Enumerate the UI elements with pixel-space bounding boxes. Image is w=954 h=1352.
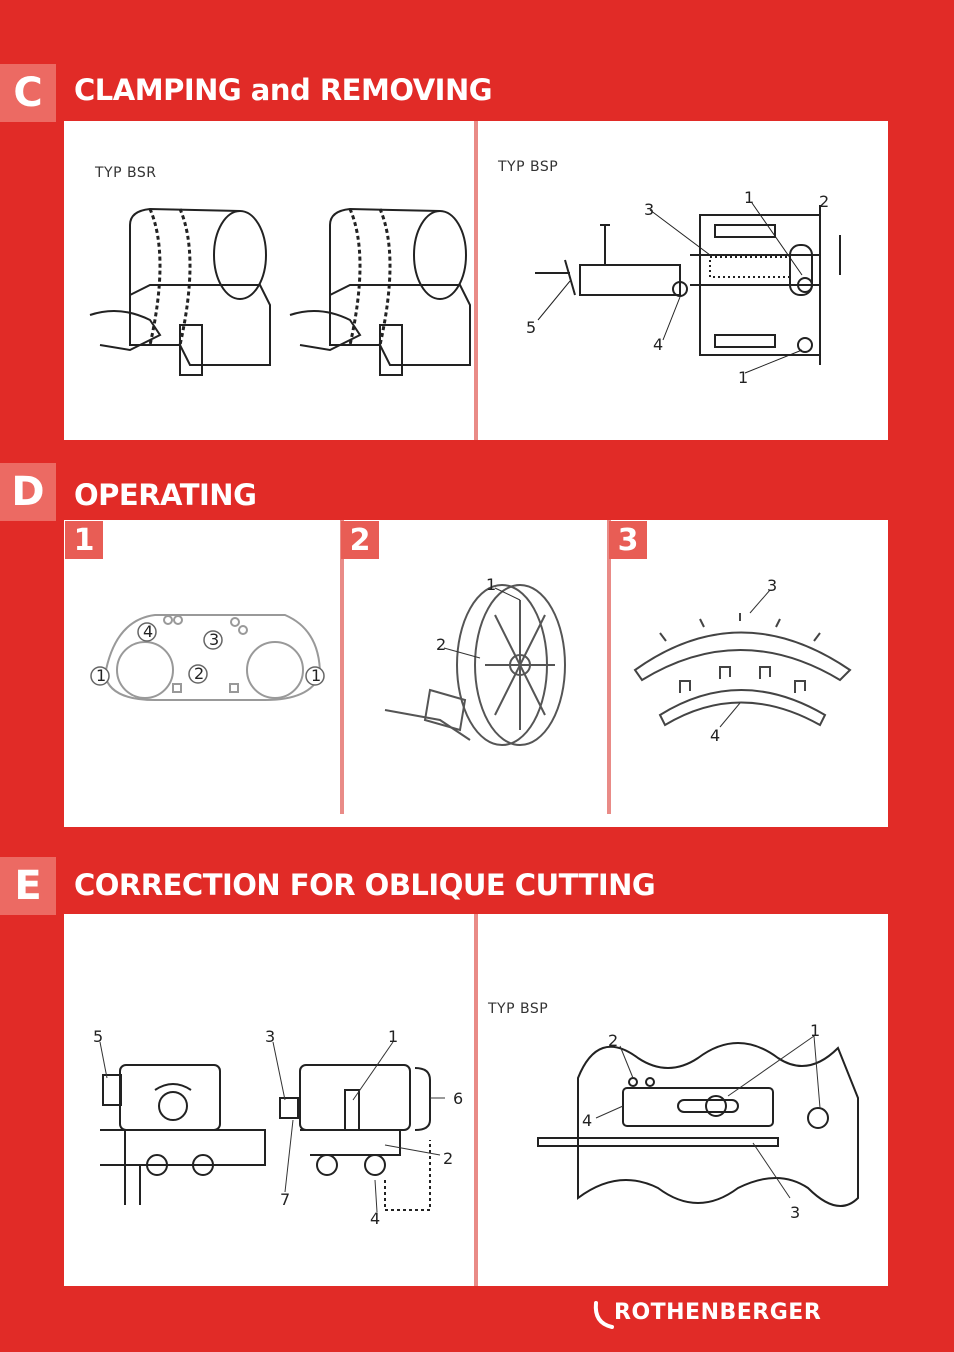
brand-logo-mark-icon — [593, 1301, 614, 1329]
correction-divider — [474, 914, 478, 1286]
section-e-title: CORRECTION FOR OBLIQUE CUTTING — [74, 868, 656, 902]
step-2-label-1: 1 — [486, 575, 496, 594]
oblique-correction-right-illustration: 2 1 4 3 — [537, 1021, 859, 1222]
section-d-title: OPERATING — [74, 478, 257, 512]
step-1-label-1a: 1 — [96, 666, 106, 685]
bsp-clamp-label-1: 1 — [744, 188, 754, 207]
typ-bsp-caption: TYP BSP — [498, 159, 559, 175]
step-3-badge: 3 — [609, 521, 647, 559]
operating-divider-1 — [340, 520, 344, 814]
operating-divider-2 — [607, 520, 611, 814]
oblique-left-label-7: 7 — [280, 1190, 290, 1209]
oblique-right-label-1: 1 — [810, 1021, 820, 1040]
typ-bsr-caption: TYP BSR — [95, 165, 157, 181]
oblique-left-label-3: 3 — [265, 1027, 275, 1046]
bsp-clamping-illustration: 3 1 2 5 4 1 — [526, 188, 841, 387]
oblique-left-label-1: 1 — [388, 1027, 398, 1046]
step-1-badge: 1 — [65, 521, 103, 559]
step-2-badge: 2 — [341, 521, 379, 559]
oblique-left-label-5: 5 — [93, 1027, 103, 1046]
oblique-right-label-3: 3 — [790, 1203, 800, 1222]
step-1-label-3: 3 — [209, 630, 219, 649]
section-c-title: CLAMPING and REMOVING — [74, 73, 493, 107]
oblique-right-label-2: 2 — [608, 1031, 618, 1050]
oblique-left-label-2: 2 — [443, 1149, 453, 1168]
bsp-clamp-label-4: 4 — [653, 335, 663, 354]
section-d-letter: D — [0, 463, 56, 521]
typ-bsp-caption-e: TYP BSP — [488, 1001, 549, 1017]
step-1-illustration: 4 3 2 1 1 — [90, 614, 325, 701]
step-2-label-2: 2 — [436, 635, 446, 654]
step-3-label-3: 3 — [767, 576, 777, 595]
bsp-clamp-label-5: 5 — [526, 318, 536, 337]
oblique-left-label-6: 6 — [453, 1089, 463, 1108]
section-e-letter: E — [0, 857, 56, 915]
bsp-clamp-label-1b: 1 — [738, 368, 748, 387]
step-1-label-1b: 1 — [311, 666, 321, 685]
bsp-clamp-label-3: 3 — [644, 200, 654, 219]
step-1-label-2: 2 — [194, 664, 204, 683]
oblique-correction-left-illustration: 5 3 1 6 2 7 4 — [93, 1027, 463, 1228]
brand-logo: ROTHENBERGER — [614, 1300, 822, 1325]
clamping-divider — [474, 121, 478, 440]
step-3-label-4: 4 — [710, 726, 720, 745]
step-2-illustration: 1 2 — [384, 575, 566, 746]
step-3-illustration: 3 4 — [633, 576, 852, 745]
section-c-letter: C — [0, 64, 56, 122]
step-1-label-4: 4 — [143, 622, 153, 641]
oblique-right-label-4: 4 — [582, 1111, 592, 1130]
oblique-left-label-4: 4 — [370, 1209, 380, 1228]
bsr-clamping-illustration — [89, 207, 471, 376]
bsp-clamp-label-2: 2 — [819, 192, 829, 211]
